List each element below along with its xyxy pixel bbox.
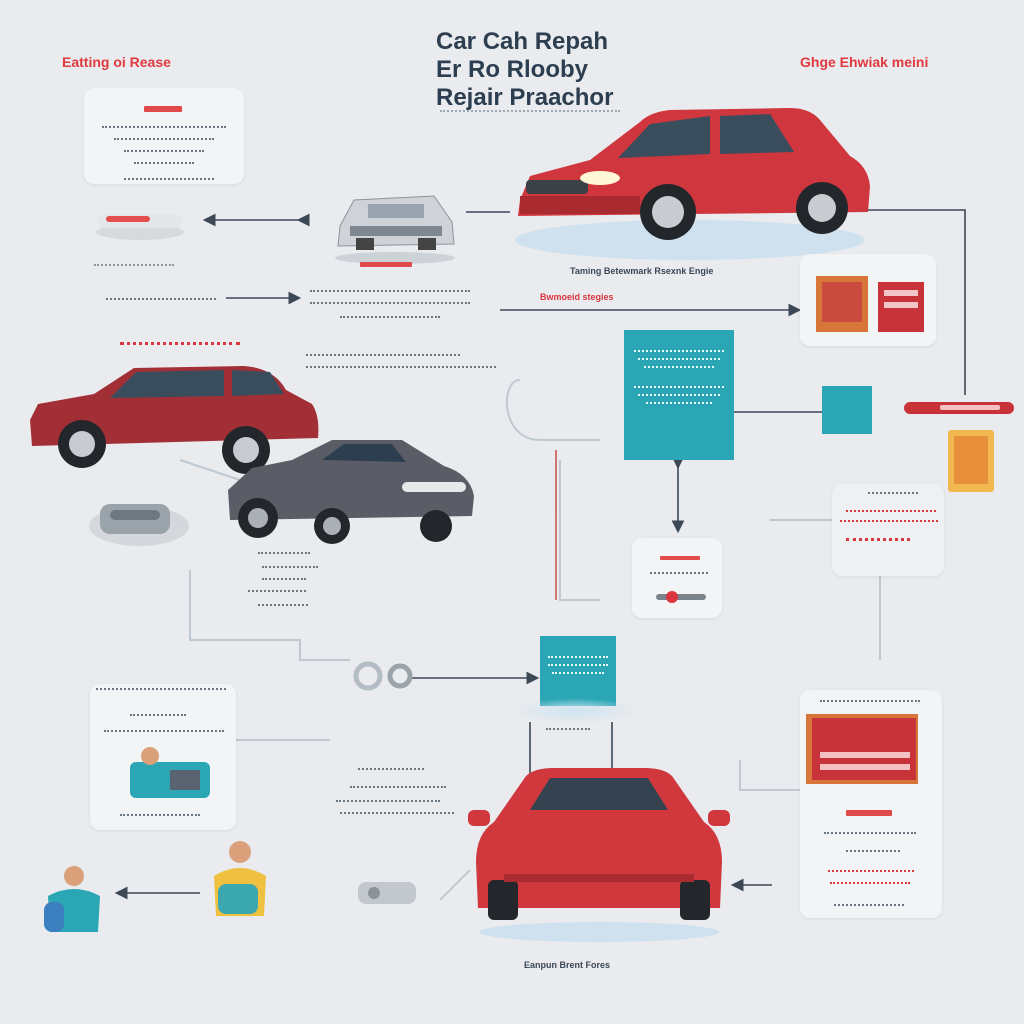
text-line (130, 714, 186, 716)
text-line (258, 604, 308, 606)
maroon-car-icon (30, 366, 319, 474)
text-line (104, 730, 224, 732)
title-line-2: Er Ro Rloobу (436, 56, 589, 83)
text-line (106, 298, 216, 300)
brake-part-icon (96, 214, 184, 240)
connector-part-icon (358, 882, 416, 904)
card-red-tag (144, 106, 182, 112)
text-line (306, 366, 496, 368)
text-line (350, 786, 446, 788)
text-line (262, 578, 306, 580)
text-line (310, 302, 470, 304)
red-text-line (846, 510, 936, 512)
red-text-line (828, 870, 914, 872)
engine-part-icon (89, 504, 189, 546)
diagnostic-machine-icon (806, 714, 918, 784)
card-text-line (102, 126, 226, 128)
red-text-line (830, 882, 910, 884)
text-line (546, 728, 590, 730)
red-text-line (846, 538, 910, 541)
teal-small-box (822, 386, 872, 434)
wrench-icon (656, 591, 706, 603)
red-text-line (120, 342, 240, 345)
top-left-label: Eatting oi Rease (62, 54, 171, 70)
card-text-line (134, 162, 194, 164)
text-line (868, 492, 918, 494)
text-line (248, 590, 306, 592)
silver-car-tag (360, 262, 412, 267)
teal-lower-box (540, 636, 616, 706)
box-shadow (510, 698, 640, 724)
title-line-1: Car Cah Repah (436, 28, 609, 55)
bottom-caption: Eanpun Brent Fores (524, 960, 611, 970)
toolbox-icon (816, 276, 924, 332)
text-line (834, 904, 904, 906)
machine-card (800, 690, 942, 918)
card-text-line (124, 178, 214, 180)
text-line (120, 814, 200, 816)
mechanic-person-icon (130, 747, 210, 798)
mechanic-card (90, 684, 236, 830)
wire-connector-icon (353, 661, 413, 691)
text-line (846, 850, 900, 852)
text-line (340, 316, 440, 318)
text-line (650, 572, 708, 574)
info-card-right (832, 484, 944, 576)
parts-card (632, 538, 722, 618)
mechanic-person-icon (44, 866, 100, 932)
text-line (824, 832, 916, 834)
info-card-top-left (84, 88, 244, 184)
text-line (336, 800, 440, 802)
text-line (306, 354, 460, 356)
diagram-title: Car Cah Repah Er Ro Rloobу Rejair Praach… (436, 28, 676, 112)
mechanic-person-icon (214, 841, 266, 916)
red-car-icon (515, 108, 870, 260)
card-red-tag (660, 556, 700, 560)
text-line (96, 688, 226, 690)
repair-tool-icon (904, 402, 1014, 492)
title-underline (440, 110, 620, 118)
title-line-3: Rejair Praachor (436, 84, 614, 111)
text-line (820, 700, 920, 702)
text-line (94, 264, 174, 266)
teal-info-box (624, 330, 734, 460)
text-line (258, 552, 310, 554)
toolbox-card (800, 254, 936, 346)
silver-car-front-icon (335, 195, 455, 264)
card-text-line (114, 138, 214, 140)
text-line (358, 768, 424, 770)
top-right-label: Ghge Ehwiak meini (800, 54, 929, 70)
red-text-line (840, 520, 938, 522)
text-line (340, 812, 454, 814)
card-red-tag (846, 810, 892, 816)
mid-caption: Taming Betewmark Rsexnk Engie (570, 266, 714, 276)
red-car-front-icon (468, 768, 730, 942)
text-line (310, 290, 470, 292)
red-caption: Bwmoeid stegies (540, 292, 614, 302)
grey-sports-car-icon (228, 440, 474, 544)
text-line (262, 566, 318, 568)
card-text-line (124, 150, 204, 152)
